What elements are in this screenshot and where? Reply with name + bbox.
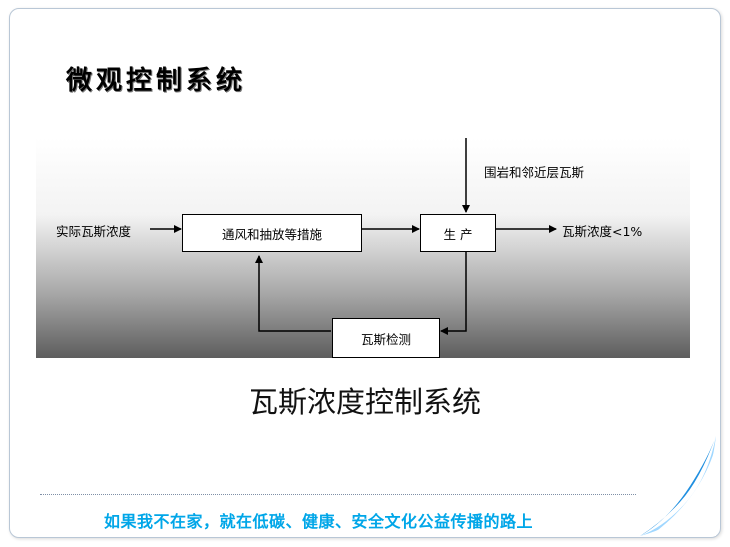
slide-title: 微观控制系统 (66, 66, 247, 96)
diagram-caption: 瓦斯浓度控制系统 (248, 385, 481, 419)
production-box: 生 产 (420, 214, 496, 252)
input-label: 实际瓦斯浓度 (56, 224, 132, 239)
disturbance-label: 围岩和邻近层瓦斯 (484, 165, 585, 180)
ventilation-box: 通风和抽放等措施 (182, 214, 362, 252)
detection-box: 瓦斯检测 (332, 318, 440, 358)
output-label: 瓦斯浓度<1% (562, 224, 643, 239)
footer-slogan: 如果我不在家，就在低碳、健康、安全文化公益传播的路上 (104, 512, 534, 531)
footer-divider (40, 494, 636, 495)
arrow-production-to-detection (440, 246, 467, 335)
arrow-detection-to-ventilation (255, 255, 331, 332)
